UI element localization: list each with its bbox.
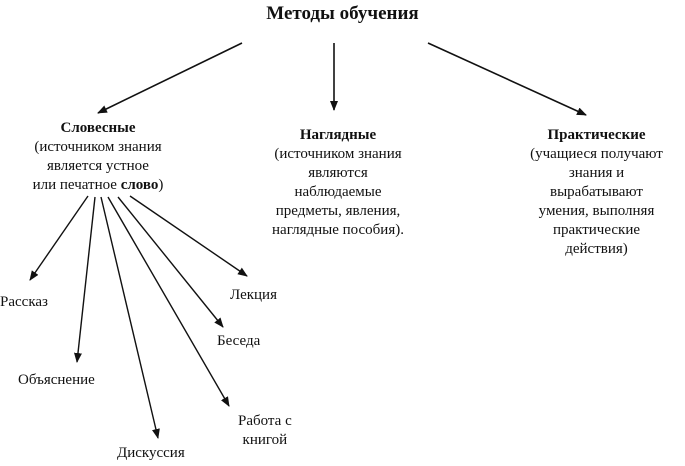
category-visual-line: предметы, явления, xyxy=(275,203,401,219)
category-verbal-heading: Словесные xyxy=(60,120,136,136)
method-discussion: Дискуссия xyxy=(117,445,185,461)
arrow-to-explanation xyxy=(73,196,96,363)
method-book-work-line-1: Работа с xyxy=(238,413,292,429)
category-visual-line: являются xyxy=(308,165,368,181)
category-practical-line: умения, выполняя xyxy=(538,203,655,219)
arrow-root-to-verbal xyxy=(97,42,243,114)
category-visual-line: наглядные пособия). xyxy=(272,222,404,238)
arrow-to-lecture xyxy=(129,195,248,277)
category-practical-heading: Практические xyxy=(547,127,646,143)
category-verbal: Словесные (источником знания является ус… xyxy=(0,119,196,195)
category-verbal-line-2: является устное xyxy=(47,158,149,174)
arrow-to-book xyxy=(107,196,230,407)
method-explanation: Объяснение xyxy=(18,372,95,388)
category-visual-line: наблюдаемые xyxy=(294,184,382,200)
verbal-line-3-end: ) xyxy=(158,177,164,193)
verbal-word-bold: слово xyxy=(120,177,159,193)
arrow-root-to-practical xyxy=(427,42,587,116)
method-lecture: Лекция xyxy=(230,287,277,303)
verbal-line-3-start: или печатное xyxy=(32,177,121,193)
method-book-work: Работа с книгой xyxy=(238,412,292,450)
method-book-work-line-2: книгой xyxy=(242,432,288,448)
arrow-to-conversation xyxy=(117,196,224,328)
arrow-to-discussion xyxy=(100,196,160,439)
category-practical-line: практические xyxy=(552,222,641,238)
category-visual: Наглядные (источником знания являются на… xyxy=(232,126,444,240)
category-verbal-line-1: (источником знания xyxy=(34,139,162,155)
diagram-title: Методы обучения xyxy=(266,3,419,24)
category-visual-heading: Наглядные xyxy=(299,127,377,143)
arrow-to-story xyxy=(29,195,89,281)
category-practical-line: действия) xyxy=(565,241,628,257)
category-practical-line: (учащиеся получают xyxy=(530,146,663,162)
category-verbal-line-3: или печатное слово) xyxy=(0,176,196,195)
category-practical-line: знания и xyxy=(568,165,625,181)
method-story: Рассказ xyxy=(0,294,48,310)
category-visual-line: (источником знания xyxy=(274,146,402,162)
category-practical-line: вырабатывают xyxy=(550,184,643,200)
category-practical: Практические (учащиеся получают знания и… xyxy=(508,126,685,259)
method-conversation: Беседа xyxy=(217,333,261,349)
